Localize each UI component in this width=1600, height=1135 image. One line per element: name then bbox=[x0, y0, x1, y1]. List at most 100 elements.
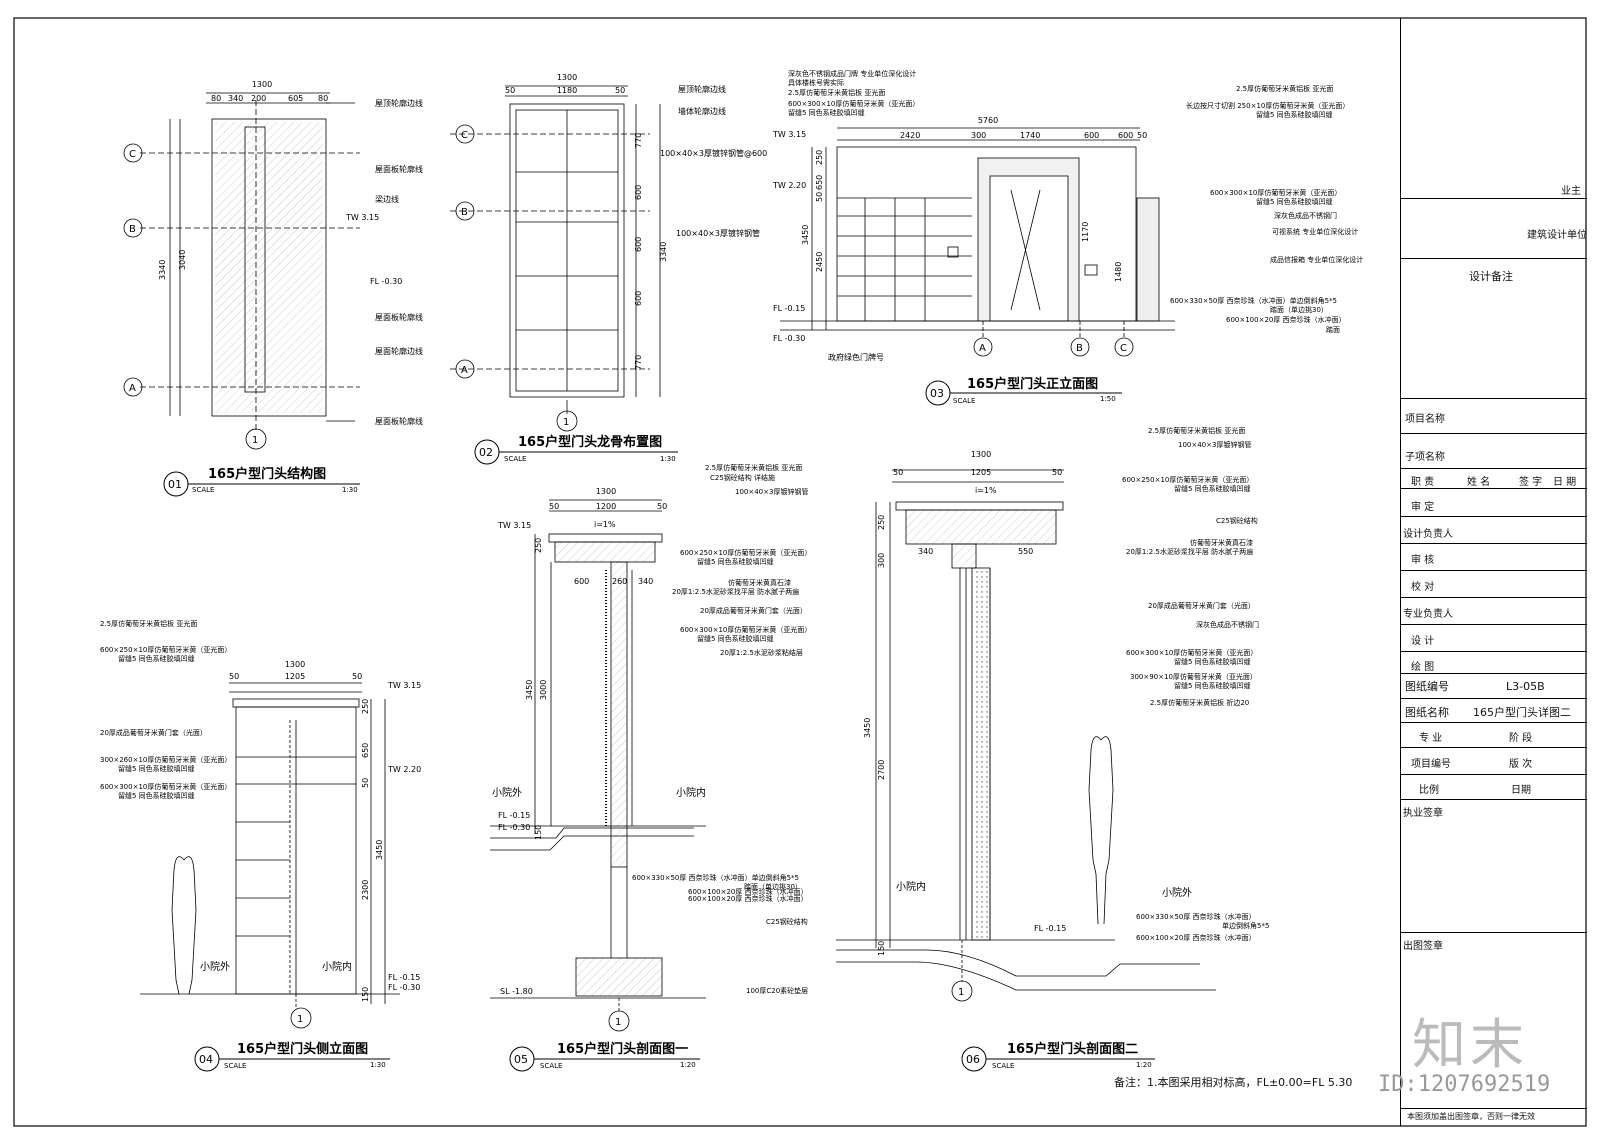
d02-dim-total: 1300 bbox=[557, 73, 577, 82]
d01-dim-total: 1300 bbox=[252, 80, 272, 89]
d02-vert-1: 600 bbox=[634, 185, 643, 200]
tb-dwg-no-label: 图纸编号 bbox=[1405, 680, 1449, 693]
d06-n13: 2.5厚仿葡萄牙米黄铝板 折边20 bbox=[1150, 698, 1249, 707]
d01-note-2: 梁边线 bbox=[375, 194, 399, 204]
d06-fl: FL -0.15 bbox=[1034, 924, 1066, 933]
d06-side-1: 50 bbox=[1052, 468, 1062, 477]
d05-t0: 2.5厚仿葡萄牙米黄铝板 亚光面 bbox=[705, 463, 802, 472]
tb-seal: 执业签章 bbox=[1403, 808, 1443, 819]
title-01: 01 165户型门头结构图 SCALE 1:30 bbox=[163, 466, 360, 497]
d01-note-1: 屋面板轮廓线 bbox=[375, 164, 423, 174]
title-05: 05 165户型门头剖面图一 SCALE 1:20 bbox=[509, 1041, 700, 1072]
d04-v4: 3450 bbox=[375, 840, 384, 860]
d05-side-1: 50 bbox=[657, 502, 667, 511]
d06-p0: 340 bbox=[918, 547, 933, 556]
d06-n5: 仿葡萄牙米黄真石漆 bbox=[1190, 538, 1253, 547]
d03-r5: 深灰色成品不锈钢门 bbox=[1274, 211, 1337, 220]
d01-scale: 1:30 bbox=[342, 486, 358, 494]
title-02: 02 165户型门头龙骨布置图 SCALE 1:30 bbox=[474, 434, 678, 465]
d04-axis-1: 1 bbox=[297, 1014, 303, 1025]
tb-issue-note: 本图须加盖出图签章，否则一律无效 bbox=[1407, 1112, 1535, 1121]
watermark-logo: 知末 bbox=[1412, 1013, 1528, 1076]
drawing-03 bbox=[780, 127, 1175, 357]
d03-p1: 300 bbox=[971, 131, 986, 140]
d01-dim-1: 80 bbox=[211, 94, 221, 103]
tb-owner: 业主 bbox=[1561, 186, 1581, 197]
d05-t8: 600×300×10厚仿葡萄牙米黄（亚光面） bbox=[680, 625, 811, 634]
tb-dwg-no: L3-05B bbox=[1506, 680, 1545, 693]
d04-scale-label: SCALE bbox=[224, 1062, 246, 1070]
d04-v0: 250 bbox=[361, 699, 370, 714]
d06-v4: 150 bbox=[877, 941, 886, 956]
d06-n11: 300×90×10厚仿葡萄牙米黄（亚光面） bbox=[1130, 672, 1257, 681]
d05-t6: 20厚1:2.5水泥砂浆找平层 防水腻子两遍 bbox=[672, 587, 799, 596]
d03-v0: 250 bbox=[815, 150, 824, 165]
d02-vert-4: 770 bbox=[634, 355, 643, 370]
axis-A: A bbox=[129, 383, 136, 394]
d01-no: 01 bbox=[168, 478, 182, 491]
d06-scale-label: SCALE bbox=[992, 1062, 1014, 1070]
drawing-04-text: 1300 1205 50 50 250 650 50 2300 3450 150… bbox=[100, 619, 421, 1025]
drawing-02-text: 1300 1180 50 50 770 600 600 600 770 3340… bbox=[461, 73, 767, 428]
d01-note-3: 屋面板轮廓线 bbox=[375, 312, 423, 322]
d03-bottom-note: 政府绿色门牌号 bbox=[828, 352, 884, 362]
tb-dwg-name: 165户型门头详图二 bbox=[1473, 706, 1571, 719]
title-06: 06 165户型门头剖面图二 SCALE 1:20 bbox=[961, 1041, 1155, 1072]
d06-title: 165户型门头剖面图二 bbox=[1007, 1041, 1138, 1057]
d05-b2: 踏面（单边挑30） bbox=[744, 882, 802, 891]
d03-r10: 600×100×20厚 西奈珍珠（水冲面） bbox=[1226, 315, 1346, 324]
d05-scale-label: SCALE bbox=[540, 1062, 562, 1070]
d03-l1: 具体楼栋号需实际 bbox=[788, 78, 844, 87]
d05-dim-inner: 1200 bbox=[596, 502, 616, 511]
d04-fl1: FL -0.15 bbox=[388, 973, 420, 982]
d05-p2: 340 bbox=[638, 577, 653, 586]
axis-B: B bbox=[129, 224, 136, 235]
d05-no: 05 bbox=[514, 1053, 528, 1066]
d01-title: 165户型门头结构图 bbox=[208, 466, 326, 482]
d03-r7: 成品信报箱 专业单位深化设计 bbox=[1270, 255, 1363, 264]
d01-note-0: 屋顶轮廓边线 bbox=[375, 98, 423, 108]
title-03: 03 165户型门头正立面图 SCALE 1:50 bbox=[925, 376, 1122, 406]
d04-side-1: 50 bbox=[352, 672, 362, 681]
tb-project-name: 项目名称 bbox=[1405, 414, 1445, 425]
d02-scale-label: SCALE bbox=[504, 455, 526, 463]
d04-n4: 300×260×10厚仿葡萄牙米黄（亚光面） bbox=[100, 755, 231, 764]
d04-outside: 小院外 bbox=[200, 960, 230, 973]
drawing-06-text: 1300 1205 50 50 i=1% 340 550 250 300 345… bbox=[863, 426, 1269, 998]
d05-b0: 600×100×20厚 西奈珍珠（水冲面） bbox=[688, 887, 808, 896]
drawing-03-text: 5760 2420 300 1740 600 600 50 250 650 50… bbox=[772, 69, 1363, 362]
d06-n8: 深灰色成品不锈钢门 bbox=[1196, 620, 1259, 629]
d06-n10: 留缝5 同色系硅胶填凹缝 bbox=[1174, 657, 1251, 666]
tb-scale: 比例 bbox=[1419, 785, 1439, 796]
tb-sub-name: 子项名称 bbox=[1405, 452, 1445, 463]
d04-fl2: FL -0.30 bbox=[388, 983, 420, 992]
d06-n7: 20厚成品葡萄牙米黄门套（光面） bbox=[1148, 601, 1255, 610]
d02-note-0: 屋顶轮廓边线 bbox=[678, 84, 726, 94]
d04-n3: 20厚成品葡萄牙米黄门套（光面） bbox=[100, 728, 207, 737]
drawing-05 bbox=[490, 499, 706, 1032]
d05-fl1: FL -0.15 bbox=[498, 811, 530, 820]
d03-fl1: FL -0.15 bbox=[773, 304, 805, 313]
d05-t9: 留缝5 同色系硅胶填凹缝 bbox=[697, 634, 774, 643]
tb-designer: 建筑设计单位 bbox=[1527, 230, 1587, 241]
tb-role-0: 审 定 bbox=[1411, 502, 1435, 513]
d05-b5: 100厚C20素砼垫层 bbox=[746, 986, 808, 995]
d04-n1: 600×250×10厚仿葡萄牙米黄（亚光面） bbox=[100, 645, 231, 654]
d06-n16: 600×100×20厚 西奈珍珠（水冲面） bbox=[1136, 933, 1256, 942]
d03-right: 1480 bbox=[1114, 262, 1123, 282]
d03-l2: 2.5厚仿葡萄牙米黄铝板 亚光面 bbox=[788, 88, 885, 97]
d06-n9: 600×300×10厚仿葡萄牙米黄（亚光面） bbox=[1126, 648, 1257, 657]
d05-b1: 600×330×50厚 西奈珍珠（水冲面）单边倒斜角5*5 bbox=[632, 873, 799, 882]
d06-v2: 3450 bbox=[863, 718, 872, 738]
d01-dim-h2: 3040 bbox=[178, 250, 187, 270]
tb-role-2: 审 核 bbox=[1411, 555, 1435, 566]
d05-outside: 小院外 bbox=[492, 786, 522, 799]
title-block: 业主 建筑设计单位 设计备注 项目名称 子项名称 职 责 姓 名 签 字 日 期… bbox=[1400, 18, 1587, 1126]
d06-outside: 小院外 bbox=[1162, 886, 1192, 899]
d01-note-5: 屋面板轮廓线 bbox=[375, 416, 423, 426]
tb-issue-seal: 出图签章 bbox=[1403, 941, 1443, 952]
d03-p2: 1740 bbox=[1020, 131, 1040, 140]
d03-p5: 50 bbox=[1137, 131, 1147, 140]
d03-axis-C: C bbox=[1120, 343, 1127, 354]
tb-version: 版 次 bbox=[1509, 759, 1533, 770]
